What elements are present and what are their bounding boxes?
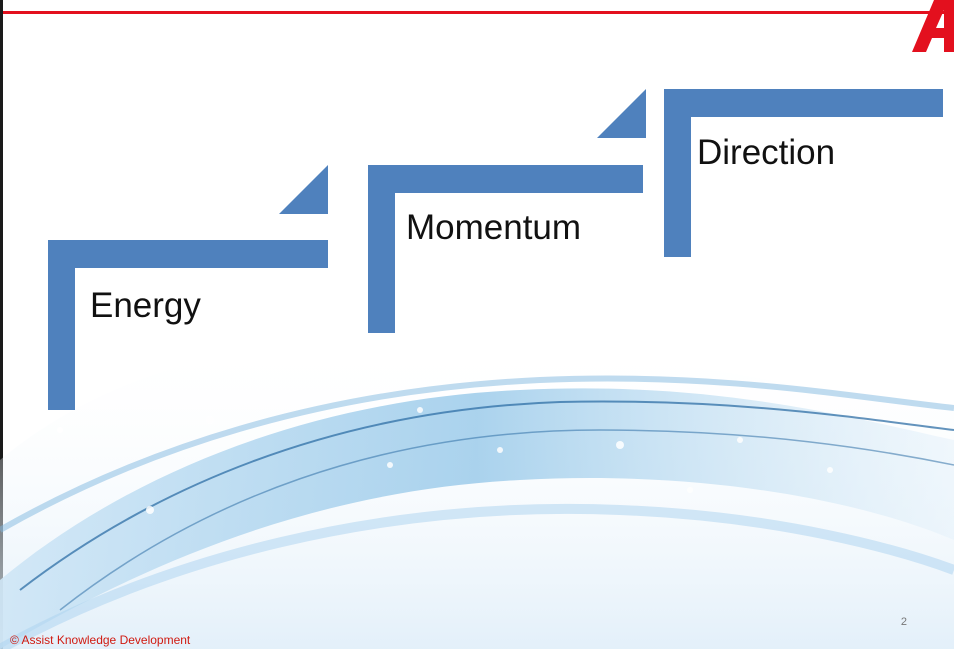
step-momentum-vertical-bar: [368, 165, 395, 333]
step-energy-label: Energy: [90, 286, 201, 325]
slide-left-border: [0, 0, 3, 649]
step-momentum-horizontal-bar: [368, 165, 643, 193]
top-red-rule: [3, 11, 954, 14]
wave-background: [0, 335, 954, 649]
step-momentum-triangle: [597, 89, 646, 138]
step-direction-horizontal-bar: [664, 89, 943, 117]
step-energy-triangle: [279, 165, 328, 214]
copyright-footer: © Assist Knowledge Development: [10, 633, 191, 647]
step-energy-vertical-bar: [48, 240, 75, 410]
red-a-logo-icon: [912, 0, 954, 52]
page-number: 2: [900, 616, 907, 628]
step-direction-label: Direction: [697, 133, 836, 172]
step-direction-vertical-bar: [664, 89, 691, 257]
step-momentum-label: Momentum: [406, 208, 582, 247]
step-energy-horizontal-bar: [48, 240, 328, 268]
